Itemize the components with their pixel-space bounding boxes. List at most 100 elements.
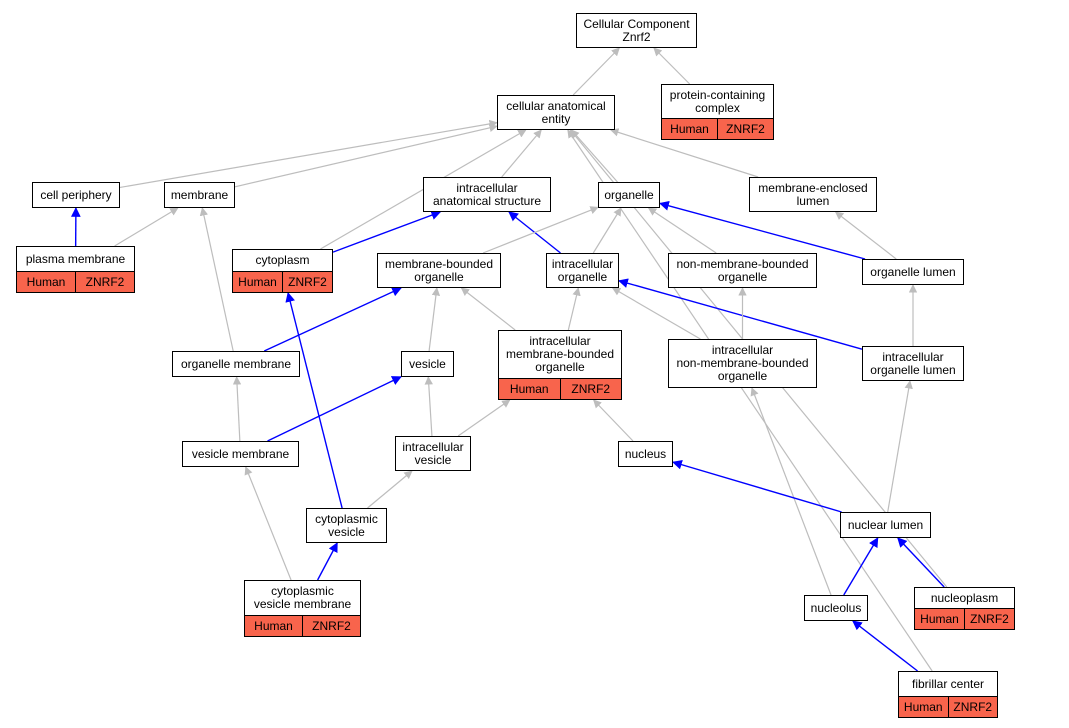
term-label: plasma membrane [25, 251, 126, 266]
term-node-ias[interactable]: intracellular anatomical structure [423, 177, 551, 212]
edge-nucleoplasm-to-nl [897, 537, 945, 588]
term-node-om[interactable]: organelle membrane [172, 351, 300, 377]
term-node-mel[interactable]: membrane-enclosed lumen [749, 177, 877, 212]
annotation-species: Human [238, 274, 277, 289]
term-node-membrane[interactable]: membrane [164, 182, 235, 208]
term-node-organelle[interactable]: organelle [598, 182, 660, 208]
term-node-nucleolus[interactable]: nucleolus [804, 595, 868, 621]
edge-plasma-to-membrane [114, 207, 179, 247]
term-label: vesicle [409, 356, 446, 371]
annotation-row: Human ZNRF2 [499, 378, 621, 399]
term-node-nl[interactable]: nuclear lumen [840, 512, 931, 538]
term-label: nuclear lumen [847, 517, 924, 532]
term-node-vesicle[interactable]: vesicle [401, 351, 454, 377]
edge-cv-to-cyto [285, 292, 343, 509]
term-node-ol[interactable]: organelle lumen [862, 259, 964, 285]
term-node-imbo[interactable]: intracellular membrane-bounded organelle… [498, 330, 622, 400]
term-label: protein-containing complex [669, 87, 766, 115]
annotation-row: Human ZNRF2 [233, 271, 332, 292]
edge-vm-to-om [232, 376, 242, 442]
term-label: cytoplasmic vesicle membrane [253, 584, 352, 611]
term-label: organelle [604, 187, 654, 202]
term-node-cae[interactable]: cellular anatomical entity [497, 95, 615, 130]
edge-pcc-to-root [653, 47, 691, 85]
term-node-root[interactable]: Cellular Component Znrf2 [576, 13, 697, 48]
edge-iv-to-vesicle [424, 376, 433, 437]
edge-cyto-to-ias [332, 210, 442, 253]
edge-inmbo-to-io [611, 287, 701, 340]
term-label: cell periphery [40, 187, 112, 202]
term-label: intracellular organelle [551, 256, 614, 284]
edge-organelle-to-cae [570, 129, 618, 183]
edge-fc-to-cae [567, 129, 933, 672]
annotation-gene: ZNRF2 [282, 272, 332, 292]
term-node-nucleus[interactable]: nucleus [618, 441, 673, 467]
edge-nucleolus-to-nl [843, 537, 879, 596]
edge-cvm-to-vm [244, 466, 292, 581]
term-node-inmbo[interactable]: intracellular non-membrane-bounded organ… [668, 339, 817, 388]
term-label: nucleoplasm [930, 590, 999, 605]
term-label: membrane-bounded organelle [384, 256, 494, 284]
term-label: vesicle membrane [191, 446, 290, 461]
term-node-mbo[interactable]: membrane-bounded organelle [377, 253, 501, 288]
annotation-gene: ZNRF2 [559, 379, 622, 399]
edge-vm-to-vesicle [267, 376, 402, 442]
edge-ol-to-mel [834, 211, 897, 260]
annotation-species: Human [509, 381, 549, 396]
term-label: membrane-enclosed lumen [758, 180, 868, 208]
edge-iv-to-imbo [457, 399, 511, 437]
term-node-nmbo[interactable]: non-membrane-bounded organelle [668, 253, 817, 288]
edge-ol-to-organelle [659, 200, 866, 260]
edge-vesicle-to-mbo [428, 287, 441, 352]
term-label: nucleolus [810, 600, 862, 615]
term-node-cellper[interactable]: cell periphery [32, 182, 120, 208]
annotation-gene: ZNRF2 [302, 616, 360, 636]
edge-fc-to-nucleolus [852, 620, 919, 672]
term-label: non-membrane-bounded organelle [676, 256, 809, 284]
annotation-gene: ZNRF2 [947, 697, 998, 717]
term-label: intracellular organelle lumen [870, 349, 956, 377]
edge-nl-to-iol [887, 380, 913, 513]
annotation-species: Human [254, 618, 293, 633]
edge-cellper-to-cae [119, 119, 498, 189]
annotation-row: Human ZNRF2 [915, 608, 1014, 629]
term-node-cv[interactable]: cytoplasmic vesicle [306, 508, 387, 543]
term-label: cytoplasmic vesicle [315, 511, 378, 539]
edge-ias-to-cae [501, 129, 542, 178]
term-label: intracellular vesicle [402, 439, 464, 467]
edge-nl-to-nucleus [672, 459, 842, 513]
term-label: intracellular membrane-bounded organelle [505, 334, 615, 374]
annotation-row: Human ZNRF2 [245, 615, 360, 636]
edge-imbo-to-mbo [460, 287, 516, 331]
term-label: intracellular non-membrane-bounded organ… [676, 343, 809, 383]
term-node-iv[interactable]: intracellular vesicle [395, 436, 471, 471]
term-label: cellular anatomical entity [506, 98, 606, 126]
edge-cvm-to-cv [316, 542, 338, 581]
edge-mel-to-cae [610, 128, 759, 178]
term-label: cytoplasm [255, 253, 310, 267]
term-node-iol[interactable]: intracellular organelle lumen [862, 346, 964, 381]
annotation-gene: ZNRF2 [75, 272, 134, 292]
annotation-gene: ZNRF2 [964, 609, 1014, 629]
annotation-species: Human [920, 611, 959, 626]
term-node-io[interactable]: intracellular organelle [546, 253, 619, 288]
term-label: organelle lumen [870, 264, 956, 279]
edge-imbo-to-io [567, 287, 581, 331]
edge-io-to-organelle [592, 207, 622, 254]
annotation-gene: ZNRF2 [717, 119, 773, 139]
edge-om-to-membrane [199, 207, 234, 352]
term-node-vm[interactable]: vesicle membrane [182, 441, 299, 467]
term-label: intracellular anatomical structure [432, 180, 542, 208]
term-label: nucleus [624, 446, 667, 461]
edge-nucleolus-to-inmbo [750, 387, 832, 596]
